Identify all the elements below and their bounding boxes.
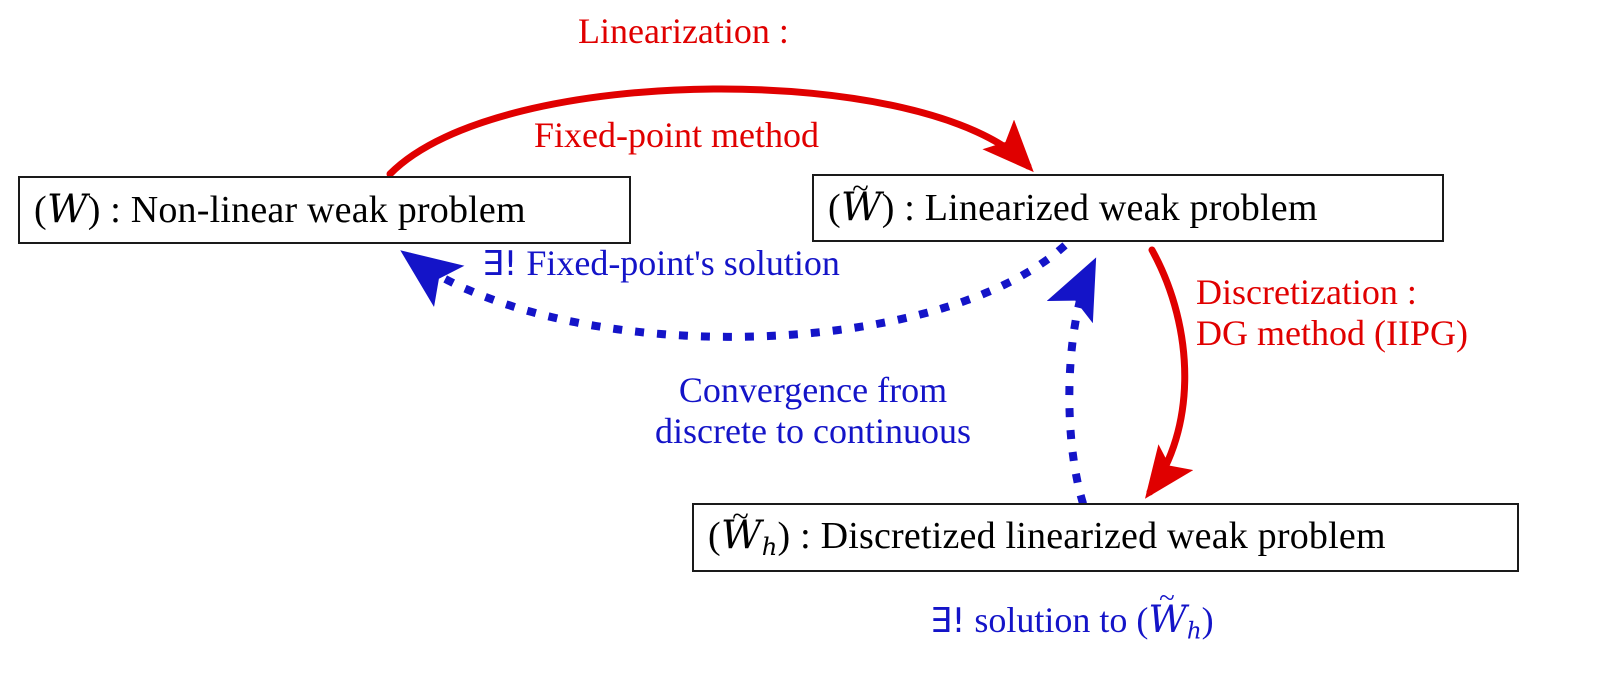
node-nonlinear-weak-problem[interactable]: (W) : Non-linear weak problem [18, 176, 631, 244]
nonlinear-separator: : [100, 189, 131, 232]
linearized-symbol: (~W) [828, 171, 895, 231]
mathcal-w-glyph: W [1148, 597, 1187, 641]
tilde-accent-icon: ~ [852, 171, 869, 206]
discretized-symbol-inline: (~Wh) [1136, 581, 1214, 645]
node-linearized-label: (~W) : Linearized weak problem [814, 171, 1318, 231]
mathcal-w-glyph: W [720, 511, 762, 558]
convergence-caption: Convergence from discrete to continuous [610, 370, 1016, 452]
exists-solution-caption: ∃! solution to (~Wh) [930, 581, 1214, 645]
linearization-caption-line1: Linearization : [578, 11, 789, 51]
exists-symbol-icon: ∃! [482, 244, 518, 284]
discretization-caption-line1: Discretization : [1196, 272, 1417, 312]
nonlinear-text: Non-linear weak problem [130, 189, 526, 232]
discretized-text: Discretized linearized weak problem [820, 514, 1386, 557]
exists-fixed-point-caption: ∃! Fixed-point's solution [482, 243, 840, 284]
exists-symbol-icon: ∃! [930, 601, 966, 641]
exists-solution-caption-line1: solution to [965, 600, 1137, 640]
discretized-symbol: (~Wh) [708, 498, 791, 561]
linearized-text: Linearized weak problem [924, 187, 1318, 230]
discretization-arrow [1145, 246, 1194, 499]
discretization-caption: Discretization : DG method (IIPG) [1196, 272, 1468, 354]
mathcal-w-glyph: W [46, 186, 88, 233]
tilde-accent-icon: ~ [1159, 581, 1175, 614]
fixed-point-method-caption: Fixed-point method [534, 115, 819, 156]
subscript-h: h [761, 531, 778, 561]
linearization-caption: Linearization : [578, 11, 789, 52]
node-discretized-label: (~Wh) : Discretized linearized weak prob… [694, 498, 1386, 561]
convergence-arrow [1046, 257, 1098, 505]
node-linearized-weak-problem[interactable]: (~W) : Linearized weak problem [812, 171, 1444, 242]
convergence-caption-line1: Convergence from [678, 370, 948, 410]
subscript-h: h [1186, 618, 1202, 645]
discretized-separator: : [790, 514, 821, 557]
nonlinear-symbol: (W) [34, 186, 101, 233]
discretization-caption-line2: DG method (IIPG) [1196, 313, 1468, 354]
convergence-caption-line2: discrete to continuous [655, 411, 971, 452]
mathcal-w-glyph: W [840, 184, 882, 231]
node-discretized-linearized-weak-problem[interactable]: (~Wh) : Discretized linearized weak prob… [692, 498, 1519, 572]
node-nonlinear-label: (W) : Non-linear weak problem [20, 186, 526, 233]
fixed-point-method-caption-line1: Fixed-point method [534, 115, 819, 155]
tilde-accent-icon: ~ [732, 498, 749, 533]
linearized-separator: : [894, 187, 925, 230]
exists-fixed-point-caption-line1: Fixed-point's solution [517, 243, 840, 283]
